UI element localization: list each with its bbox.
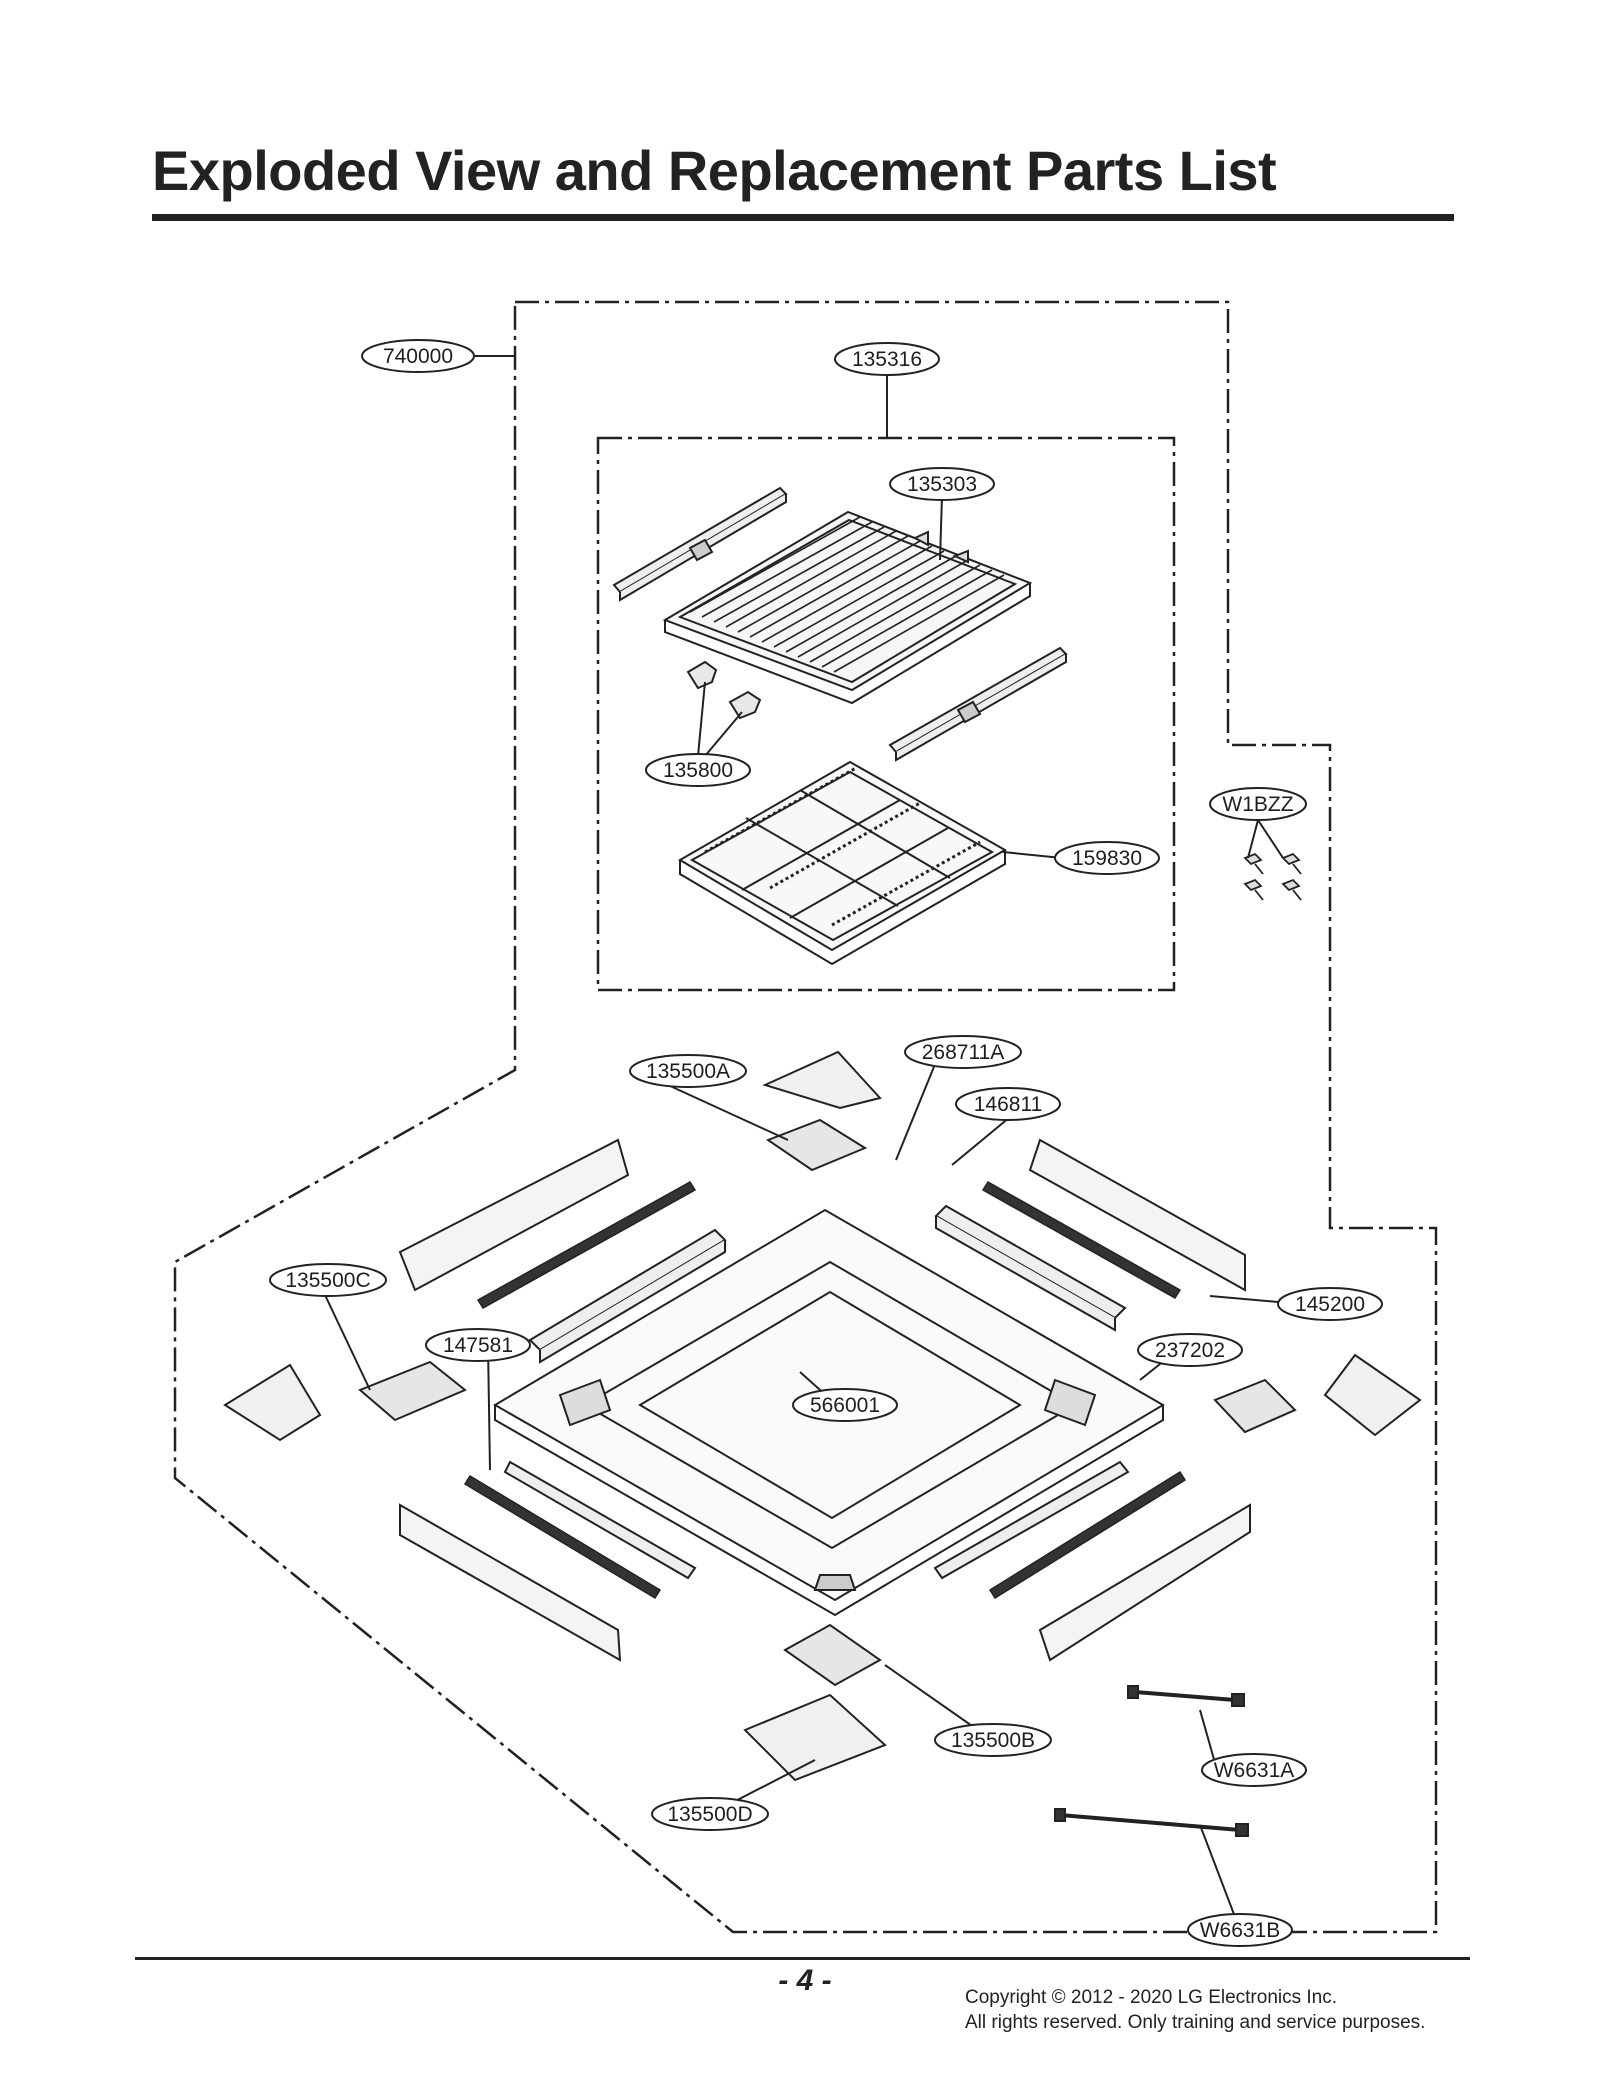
svg-text:740000: 740000 — [383, 345, 453, 368]
callout-135303: 135303 — [889, 467, 995, 501]
svg-text:145200: 145200 — [1295, 1293, 1365, 1316]
svg-text:W1BZZ: W1BZZ — [1222, 793, 1293, 816]
svg-text:147581: 147581 — [443, 1334, 513, 1357]
callout-135500B: 135500B — [934, 1723, 1052, 1757]
svg-text:237202: 237202 — [1155, 1339, 1225, 1362]
svg-text:W6631A: W6631A — [1214, 1759, 1295, 1782]
callout-W6631B: W6631B — [1187, 1913, 1293, 1947]
copyright-notice: Copyright © 2012 - 2020 LG Electronics I… — [965, 1985, 1425, 2035]
vane-blade-lower-left — [503, 1460, 697, 1580]
svg-text:135500B: 135500B — [951, 1729, 1035, 1752]
vane-blade-lower-right — [933, 1460, 1130, 1580]
callout-W1BZZ: W1BZZ — [1209, 787, 1307, 821]
screws — [1243, 852, 1302, 901]
callout-147581: 147581 — [425, 1328, 531, 1362]
footer-rule — [135, 1957, 1470, 1960]
copyright-line-1: Copyright © 2012 - 2020 LG Electronics I… — [965, 1987, 1338, 2008]
svg-text:W6631B: W6631B — [1200, 1919, 1281, 1942]
corner-covers — [223, 1050, 1422, 1782]
svg-text:159830: 159830 — [1072, 847, 1142, 870]
corner-brackets — [358, 1118, 1297, 1687]
svg-text:135500C: 135500C — [285, 1269, 370, 1292]
callout-135500D: 135500D — [651, 1797, 769, 1831]
svg-text:135316: 135316 — [852, 348, 922, 371]
outer-assembly-boundary — [173, 300, 1438, 1934]
page-number: - 4 - — [778, 1964, 832, 1997]
callout-740000: 740000 — [361, 339, 475, 373]
callout-237202: 237202 — [1137, 1333, 1243, 1367]
callout-W6631A: W6631A — [1201, 1753, 1307, 1787]
callout-566001: 566001 — [792, 1388, 898, 1422]
svg-text:135800: 135800 — [663, 759, 733, 782]
vane-blade-upper-right — [934, 1204, 1127, 1332]
callout-135500C: 135500C — [269, 1263, 387, 1297]
callout-135800: 135800 — [645, 753, 751, 787]
title-rule — [152, 214, 1454, 221]
svg-text:135303: 135303 — [907, 473, 977, 496]
callout-135316: 135316 — [834, 342, 940, 376]
callout-268711A: 268711A — [904, 1035, 1022, 1069]
louver-blades — [463, 1180, 1187, 1600]
svg-text:135500D: 135500D — [667, 1803, 752, 1826]
svg-text:566001: 566001 — [810, 1394, 880, 1417]
wire-harnesses — [1054, 1685, 1249, 1837]
svg-text:146811: 146811 — [974, 1093, 1043, 1116]
vane-blade-upper-left — [528, 1228, 727, 1364]
filter-frame — [678, 760, 1008, 966]
copyright-line-2: All rights reserved. Only training and s… — [965, 2012, 1426, 2033]
svg-text:135500A: 135500A — [646, 1060, 730, 1083]
callout-146811: 146811 — [955, 1087, 1061, 1121]
svg-text:268711A: 268711A — [922, 1041, 1005, 1064]
grille-rail-right — [888, 646, 1068, 762]
callout-145200: 145200 — [1277, 1287, 1383, 1321]
grille-rail-left — [612, 486, 788, 602]
callout-159830: 159830 — [1054, 841, 1160, 875]
grille-hinges — [686, 660, 762, 720]
vane-motor-covers — [398, 1138, 1251, 1662]
callout-135500A: 135500A — [629, 1054, 747, 1088]
page-title: Exploded View and Replacement Parts List — [152, 139, 1277, 202]
grille-panel — [662, 510, 1033, 705]
